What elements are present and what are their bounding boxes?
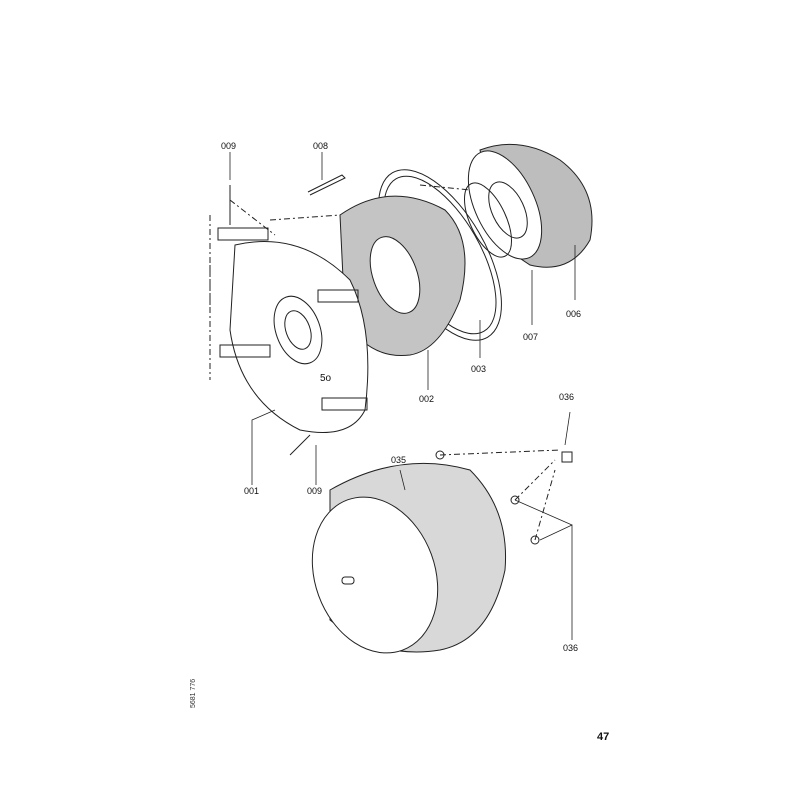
part-036-clips — [435, 450, 573, 545]
label-50: 5o — [320, 373, 332, 384]
label-009-top: 009 — [221, 141, 237, 151]
page-number: 47 — [597, 731, 610, 743]
part-001-flange — [217, 227, 369, 433]
part-008-pin — [307, 174, 346, 196]
label-003: 003 — [471, 364, 487, 374]
label-035: 035 — [391, 455, 407, 465]
label-036-bottom: 036 — [563, 643, 579, 653]
part-007-gasket — [464, 182, 512, 258]
label-008: 008 — [313, 141, 329, 151]
label-009-bottom: 009 — [307, 486, 323, 496]
drawing-code: 5681 776 — [190, 678, 197, 708]
part-009-bolt-bottom — [289, 434, 311, 456]
label-002: 002 — [419, 394, 435, 404]
part-002-disc — [339, 195, 466, 357]
label-036-top: 036 — [559, 392, 575, 402]
part-035-cover — [311, 462, 507, 654]
label-006: 006 — [566, 309, 582, 319]
label-001: 001 — [244, 486, 260, 496]
part-006-hood — [467, 143, 593, 268]
label-007: 007 — [523, 332, 539, 342]
